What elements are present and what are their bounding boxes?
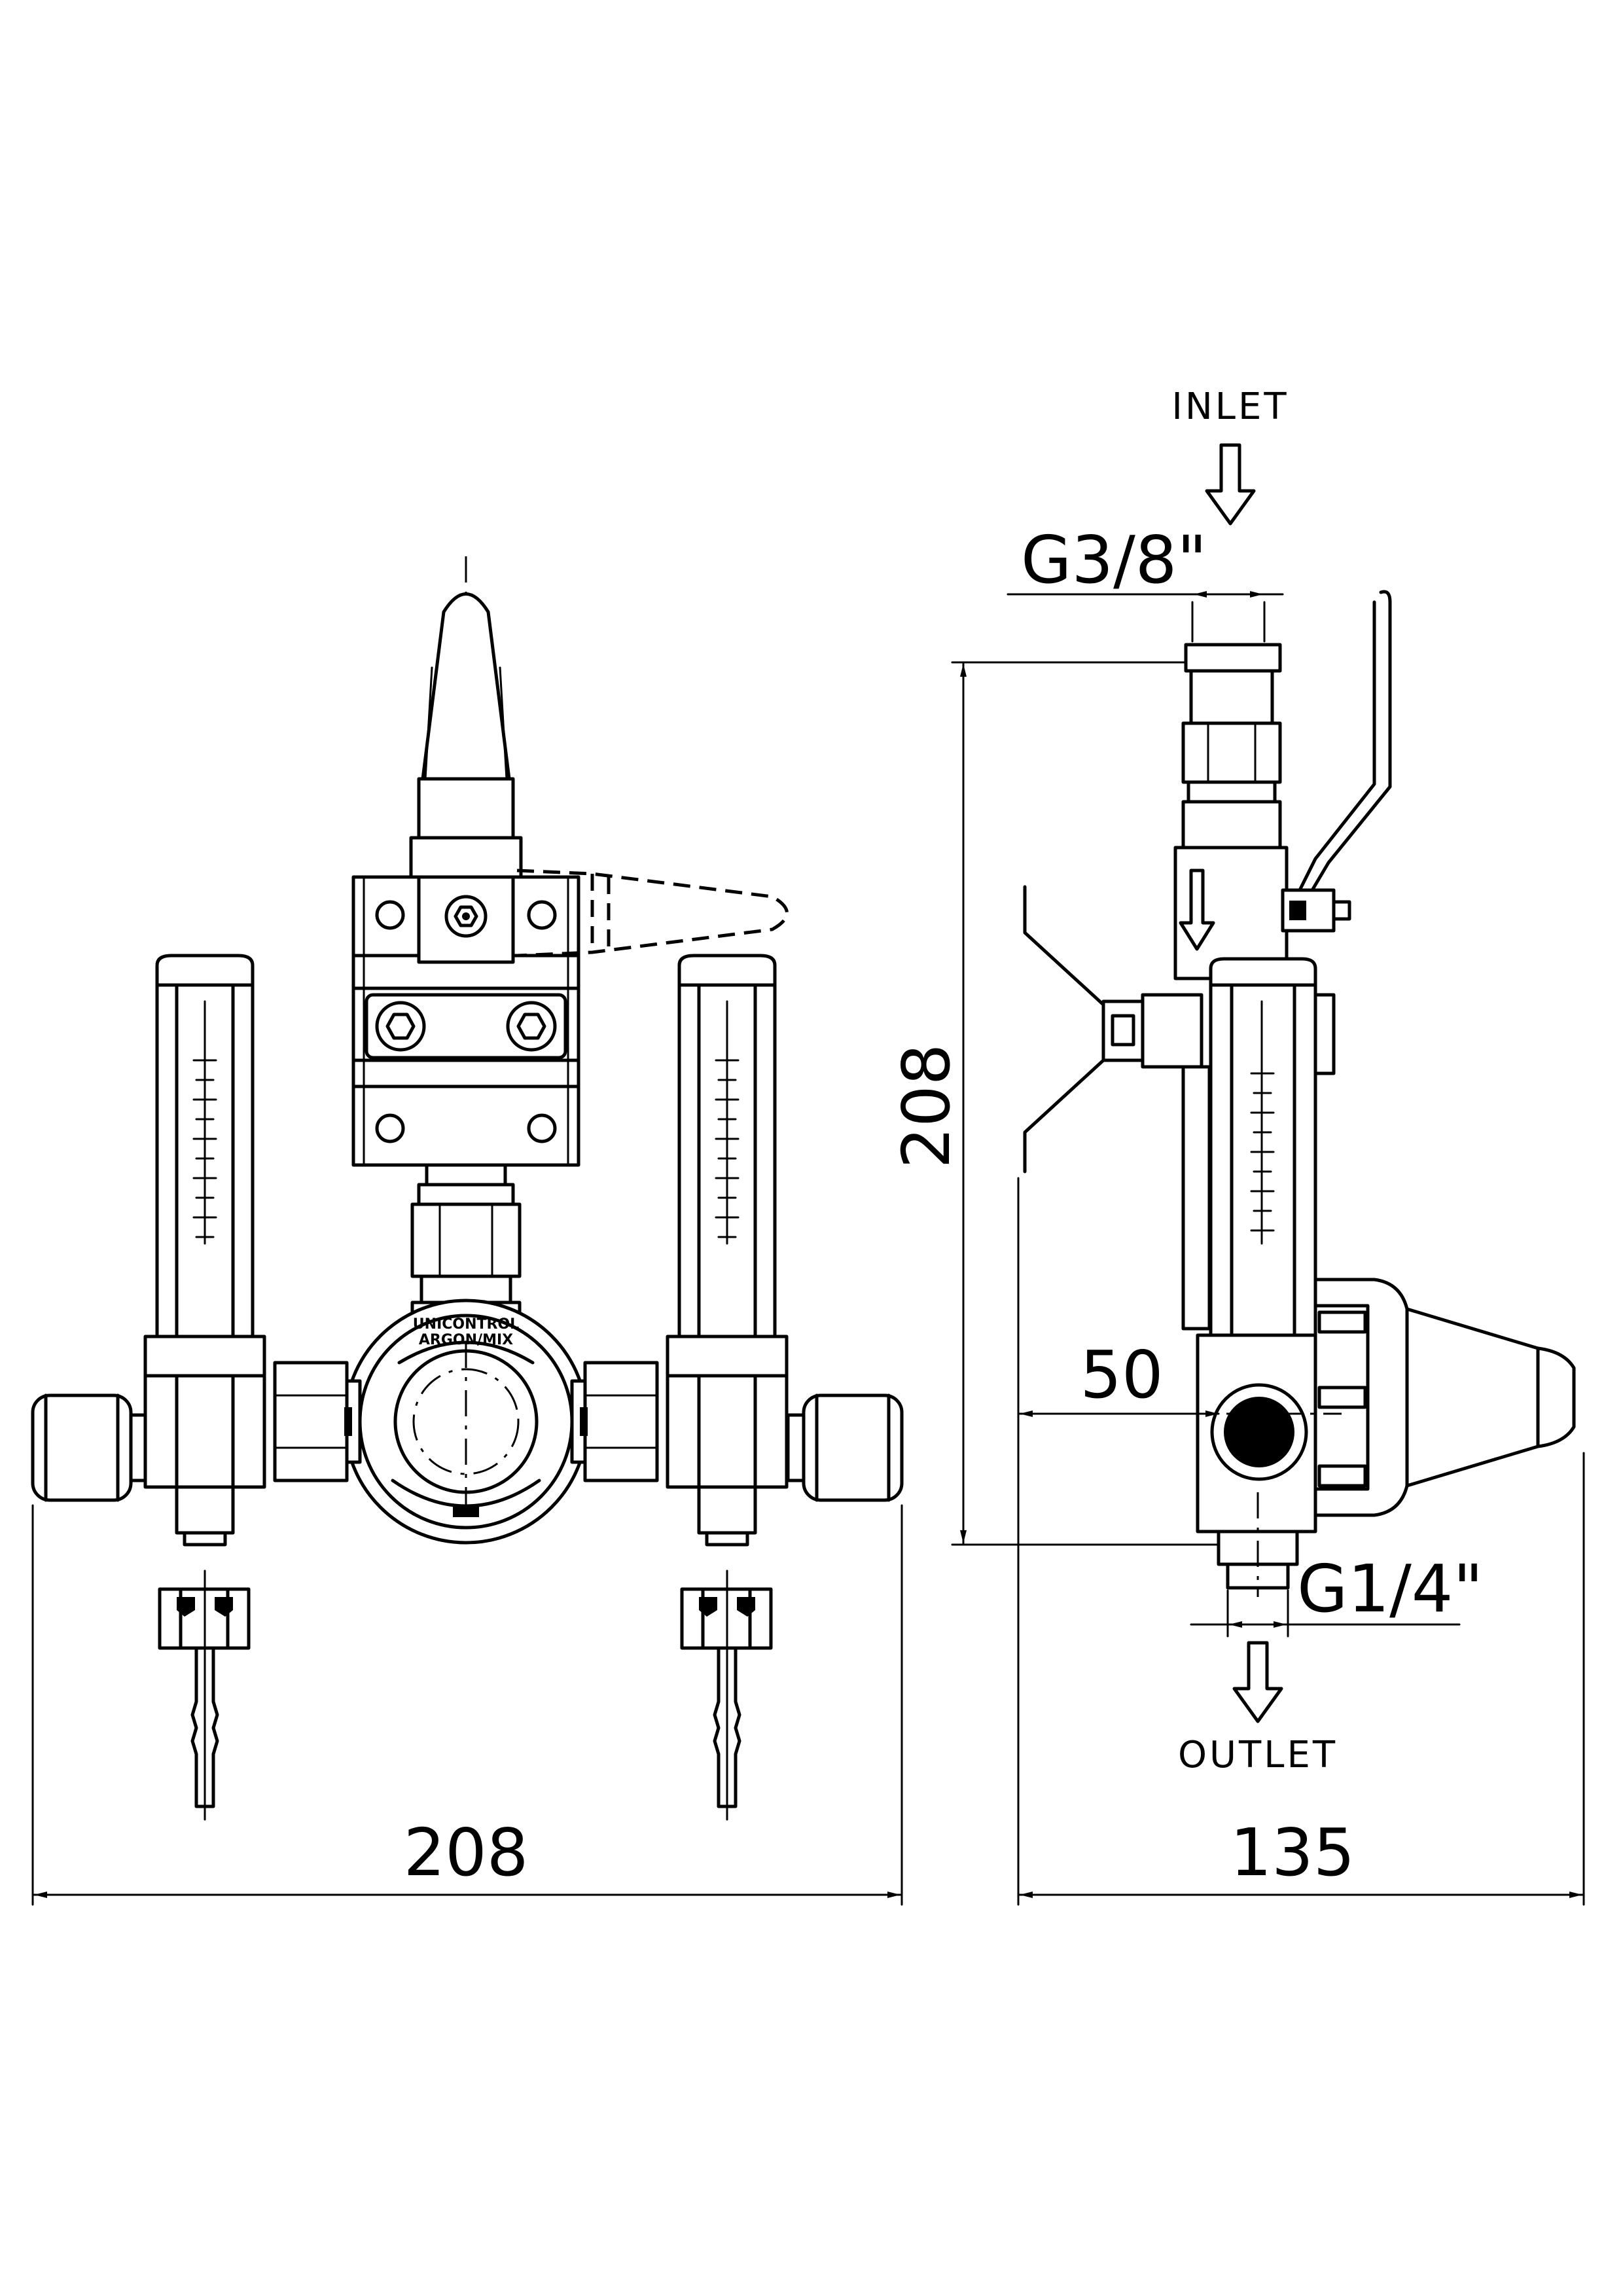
outlet-thread-label: G1/4" [1297, 1551, 1483, 1627]
side-knob-right [786, 1393, 904, 1502]
outlet-body [1178, 1333, 1342, 1597]
side-depth-label: 135 [1230, 1814, 1355, 1891]
flowmeter-right [666, 954, 789, 1547]
side-offset-label: 50 [1080, 1336, 1163, 1413]
inlet-arrow-icon [1205, 443, 1256, 526]
manifold-block [351, 875, 580, 1167]
side-knob-left [31, 1393, 147, 1502]
hose-nozzle-right [680, 1570, 773, 1821]
hex-bolt-right-icon [506, 1001, 557, 1052]
gauge-gas-label: ARGON/MIX [419, 1332, 513, 1348]
side-depth-dimension: 135 [1018, 1452, 1585, 1906]
hose-nozzle-left [158, 1570, 251, 1821]
side-lever [1281, 590, 1392, 933]
gauge-brand-label: UNICONTROL [413, 1316, 519, 1333]
side-height-label: 208 [888, 1044, 965, 1169]
inlet-thread-label: G3/8" [1021, 522, 1207, 598]
front-view: UNICONTROL ARGON/MIX [31, 556, 904, 1906]
front-width-dimension: 208 [31, 1504, 903, 1906]
connector-left [273, 1361, 349, 1482]
flowmeter-left-scale [192, 1059, 217, 1238]
flowmeter-side-scale [1250, 1000, 1275, 1245]
pressure-gauge: UNICONTROL ARGON/MIX [343, 1299, 589, 1545]
regulator-cap [1313, 1278, 1576, 1517]
front-width-label: 208 [404, 1814, 529, 1891]
inlet-fitting [1181, 643, 1282, 850]
hex-bolt-left-icon [375, 1001, 426, 1052]
valve-handle [409, 592, 523, 879]
outlet-arrow-icon [1232, 1641, 1283, 1723]
wall-bracket [1023, 885, 1105, 1174]
lever-open-position [516, 869, 789, 958]
side-view: INLET G3/8" [888, 386, 1585, 1906]
connector-right [583, 1361, 659, 1482]
outlet-thread-dimension: G1/4" [1190, 1551, 1483, 1638]
outlet-label: OUTLET [1178, 1734, 1338, 1776]
inlet-label: INLET [1171, 386, 1289, 428]
side-height-dimension: 208 [888, 661, 1220, 1546]
flowmeter-left [143, 954, 266, 1547]
flowmeter-right-scale [715, 1059, 740, 1238]
flowmeter-side [1209, 957, 1336, 1337]
side-offset-dimension: 50 [1017, 1177, 1220, 1906]
